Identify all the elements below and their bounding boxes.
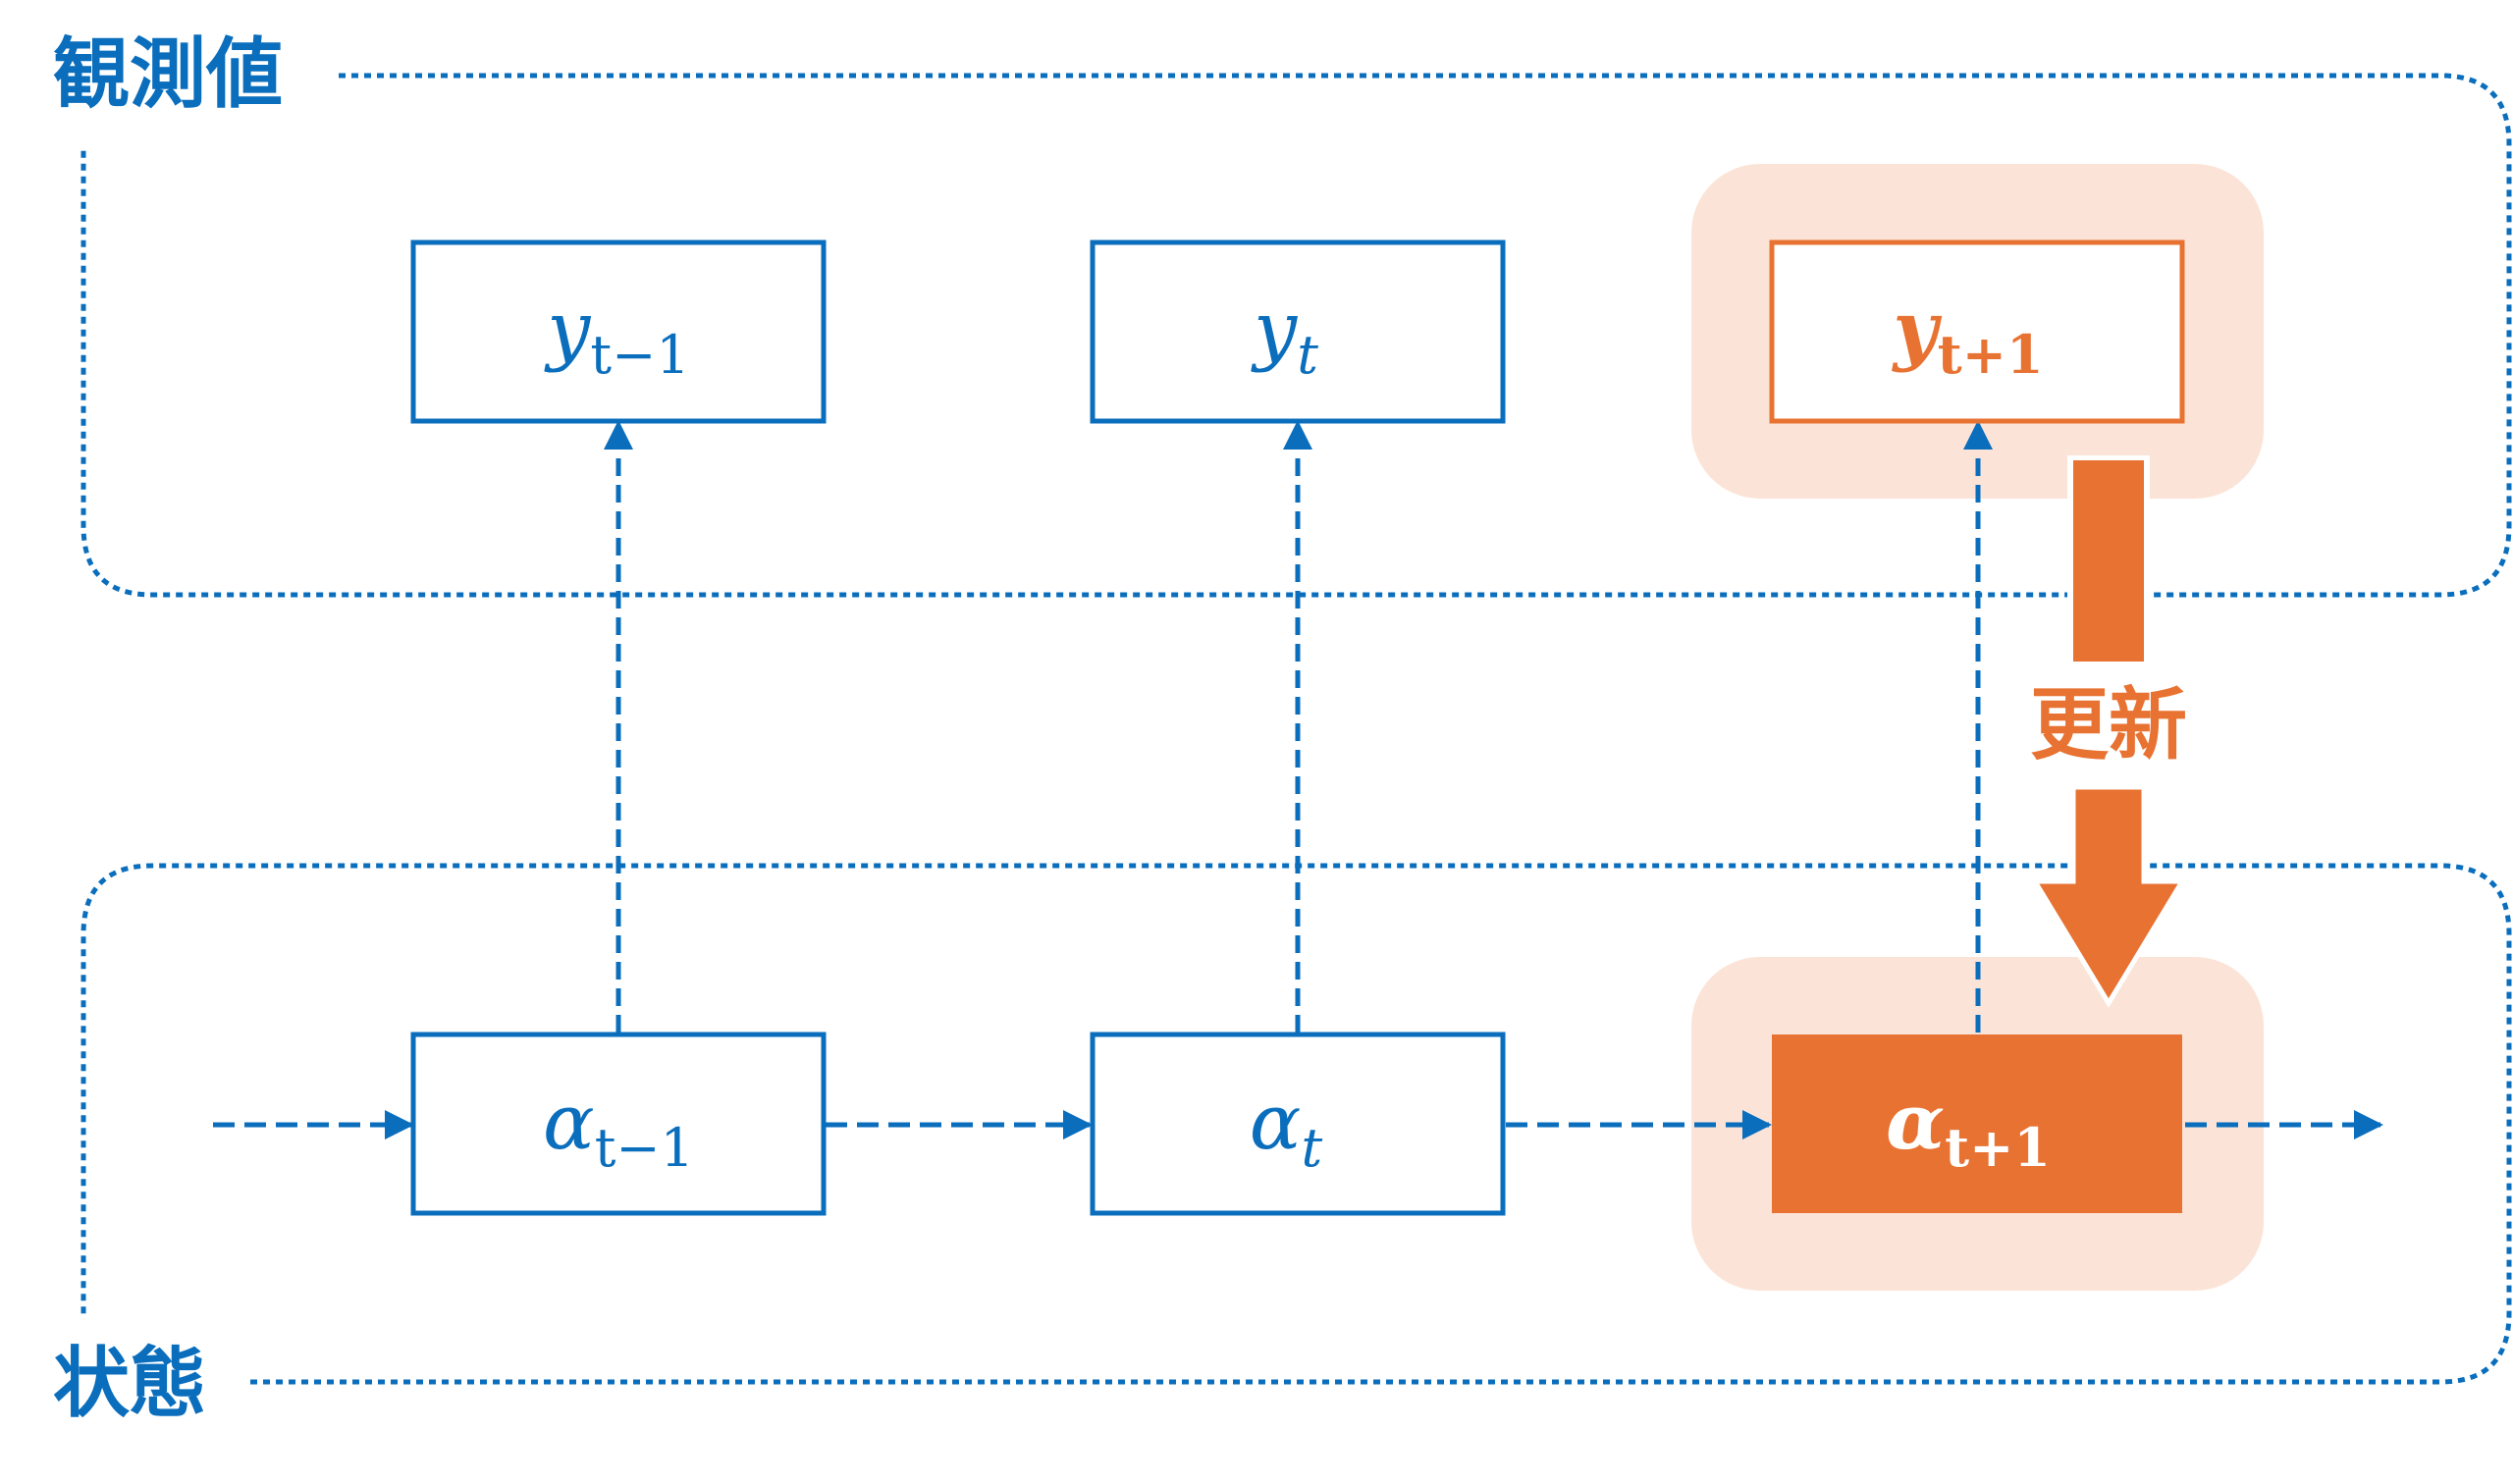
update-arrow: 更新 [2030,455,2187,1008]
state-base: α [543,1079,595,1167]
state-base: α [1250,1079,1302,1167]
state-subscript: t−1 [595,1117,694,1179]
state-subscript: t+1 [1945,1116,2051,1179]
observation-subscript: t−1 [590,324,689,386]
observation-node-2: yt [1090,239,1506,424]
state-base: α [1886,1078,1945,1167]
state-node-1: αt−1 [410,1032,827,1216]
svg-text:αt−1: αt−1 [543,1079,694,1179]
svg-text:αt+1: αt+1 [1886,1078,2051,1179]
svg-text:yt+1: yt+1 [1891,285,2043,386]
state-group-label: 状態 [53,1340,206,1428]
observation-base: y [544,286,591,374]
state-group-frame [80,863,2512,1385]
state-subscript: t [1301,1117,1322,1179]
observation-group-label: 観測値 [53,30,283,119]
svg-text:yt: yt [1251,286,1318,386]
svg-text:yt−1: yt−1 [544,286,689,386]
state-node-3: αt+1 [1772,1034,2182,1213]
observation-base: y [1891,285,1942,374]
observation-node-1: yt−1 [410,239,827,424]
observation-node-3: yt+1 [1769,239,2185,424]
observation-subscript: t [1297,324,1318,386]
observation-base: y [1251,286,1298,374]
observation-subscript: t+1 [1938,323,2044,386]
svg-text:αt: αt [1250,1079,1323,1179]
state-node-2: αt [1090,1032,1506,1216]
update-label: 更新 [2030,679,2187,770]
